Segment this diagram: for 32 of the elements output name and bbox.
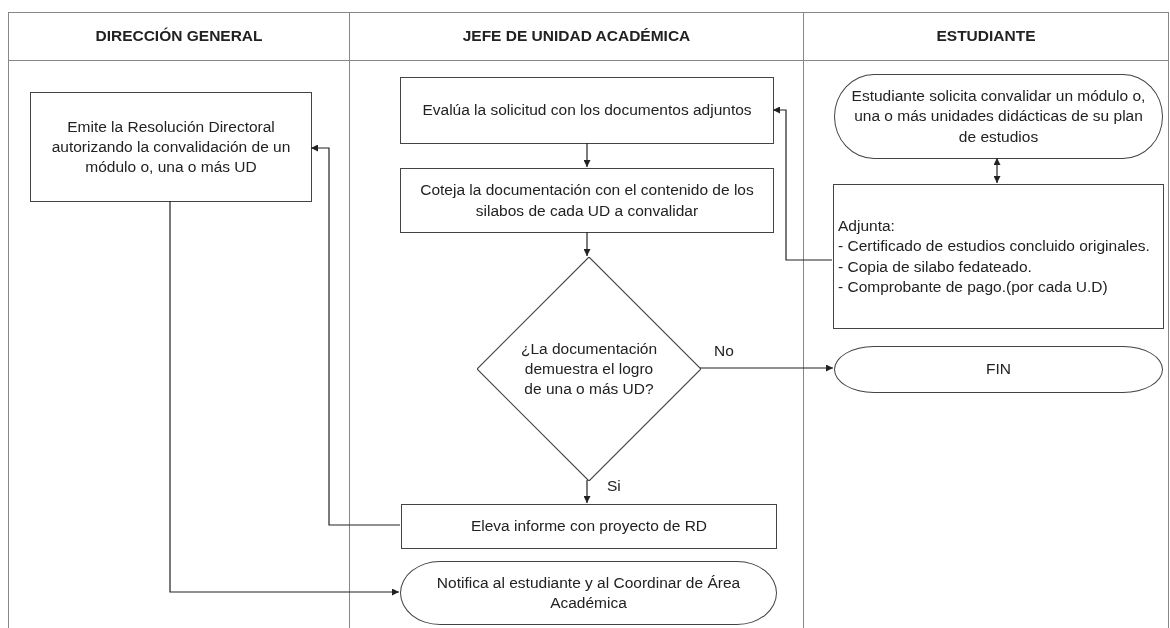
node-text: ¿La documentación demuestra el logro de una o más UD? (519, 338, 659, 400)
lane-heading: DIRECCIÓN GENERAL (9, 13, 349, 61)
process-box (400, 77, 774, 144)
process-box (400, 168, 774, 233)
swimlane (349, 12, 804, 628)
process-box (401, 504, 777, 549)
swimlane (8, 12, 350, 628)
lane-heading: ESTUDIANTE (804, 13, 1168, 61)
node-text: - Certificado de estudios concluido originales. (838, 236, 1150, 257)
arrow (772, 106, 833, 261)
arrow (583, 231, 591, 257)
node-text: - Comprobante de pago.(por cada U.D) (838, 276, 1108, 297)
arrow (699, 364, 834, 372)
arrow (583, 479, 591, 504)
node-text: Adjunta: (838, 216, 895, 237)
lane-heading: JEFE DE UNIDAD ACADÉMICA (350, 13, 803, 61)
arrow (993, 157, 1001, 184)
arrow (310, 144, 401, 526)
node-text: Emite la Resolución Directoral autorizando la convalidación de un módulo o, una o más UD (50, 116, 292, 178)
node-text: Evalúa la solicitud con los documentos adjuntos (422, 100, 752, 121)
process-box (30, 92, 312, 202)
node-text: Eleva informe con proyecto de RD (470, 516, 708, 537)
swimlane (803, 12, 1169, 628)
node-text: Notifica al estudiante y al Coordinar de Área Académica (435, 572, 742, 613)
note-box (833, 184, 1164, 329)
node-text: Estudiante solicita convalidar un módulo o, una o más unidades didácticas de su plan de estudios (850, 86, 1147, 147)
arrow (583, 142, 591, 168)
node-text: - Copia de silabo fedateado. (838, 256, 1032, 277)
arrow (169, 200, 400, 596)
node-text: FIN (986, 359, 1011, 380)
node-text: Coteja la documentación con el contenido de los silabos de cada UD a convalidar (419, 180, 755, 221)
decision-diamond (477, 257, 701, 481)
